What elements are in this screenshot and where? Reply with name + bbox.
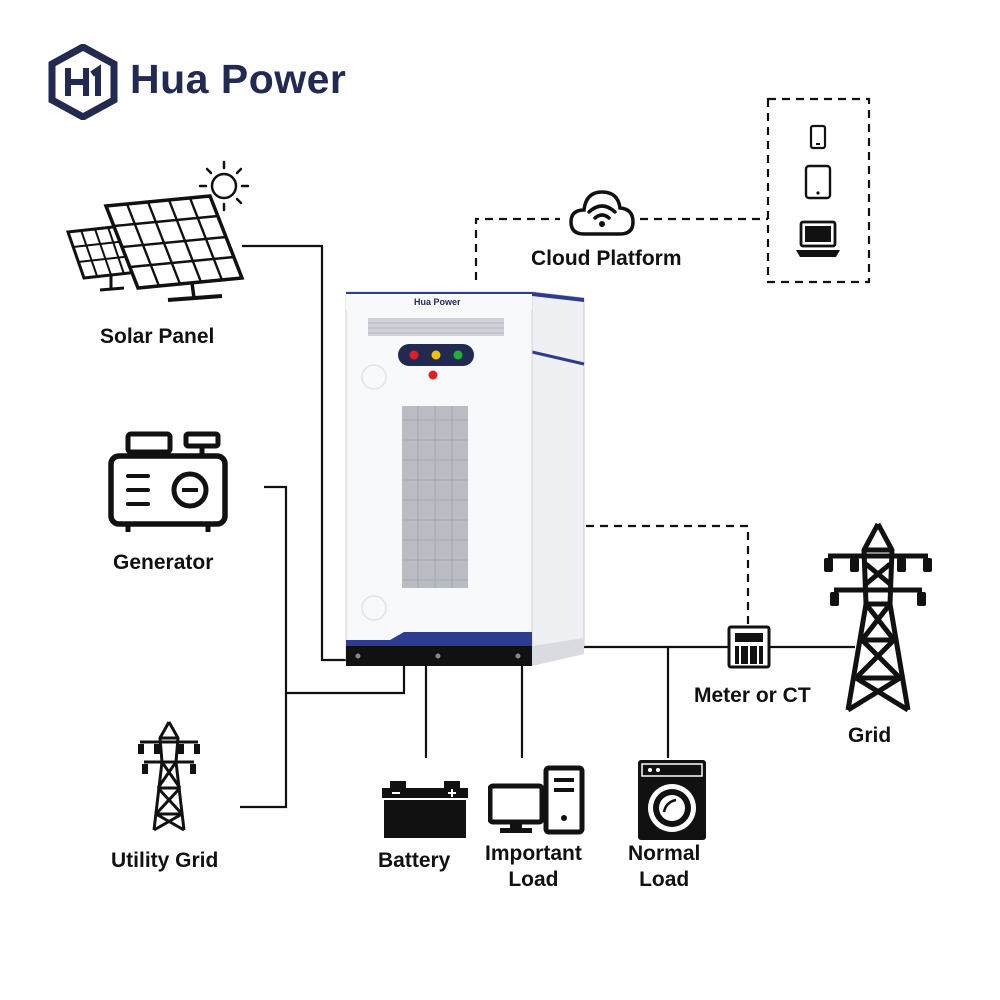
utility-grid-line bbox=[240, 693, 288, 809]
cloud-platform-label: Cloud Platform bbox=[531, 247, 682, 270]
phone-icon bbox=[808, 124, 828, 150]
normal-load-line bbox=[568, 645, 670, 758]
battery-icon bbox=[380, 778, 470, 840]
devices-dashed-box bbox=[766, 97, 871, 284]
indicator-light-yellow bbox=[431, 350, 441, 360]
cabinet-badge: Hua Power bbox=[414, 297, 461, 307]
grid-label: Grid bbox=[848, 724, 892, 747]
cloud-wifi-icon bbox=[568, 182, 636, 240]
utility-grid-label: Utility Grid bbox=[111, 849, 219, 872]
sun-icon bbox=[198, 160, 250, 212]
solar-panel-icon bbox=[64, 192, 246, 304]
cabinet-badge-text: Hua Power bbox=[414, 297, 461, 307]
solar-panel-label: Solar Panel bbox=[100, 325, 215, 348]
comm-lines bbox=[474, 97, 871, 624]
power-lines bbox=[240, 244, 855, 809]
washing-machine-icon bbox=[636, 758, 708, 842]
meter-or-ct-label: Meter or CT bbox=[694, 684, 811, 707]
desktop-computer-icon bbox=[488, 764, 588, 836]
generator-icon bbox=[106, 428, 230, 538]
generator-label: Generator bbox=[113, 551, 214, 574]
energy-storage-cabinet bbox=[345, 291, 585, 666]
emergency-stop-knob bbox=[428, 370, 438, 380]
normal-load-label-line2: Load bbox=[639, 868, 690, 892]
solar-to-cabinet-line bbox=[242, 244, 358, 662]
battery-label: Battery bbox=[378, 849, 451, 872]
indicator-light-red bbox=[409, 350, 419, 360]
indicator-light-green bbox=[453, 350, 463, 360]
brand-name: Hua Power bbox=[130, 56, 347, 102]
cabinet-to-meter-dashed-line bbox=[586, 524, 750, 624]
tablet-icon bbox=[802, 164, 834, 200]
cabinet-to-cloud-dashed-line bbox=[474, 217, 560, 280]
meter-icon bbox=[726, 624, 772, 670]
important-load-label-line2: Load bbox=[508, 868, 559, 892]
logo-hex-icon bbox=[48, 44, 118, 120]
grid-tower-icon bbox=[820, 520, 936, 714]
normal-load-label-line1: Normal bbox=[628, 842, 701, 865]
important-load-label: Important Load bbox=[485, 841, 582, 894]
laptop-icon bbox=[794, 218, 842, 260]
transmission-tower-icon bbox=[132, 718, 206, 834]
important-load-label-line1: Important bbox=[485, 842, 582, 865]
normal-load-label: Normal Load bbox=[628, 841, 700, 894]
